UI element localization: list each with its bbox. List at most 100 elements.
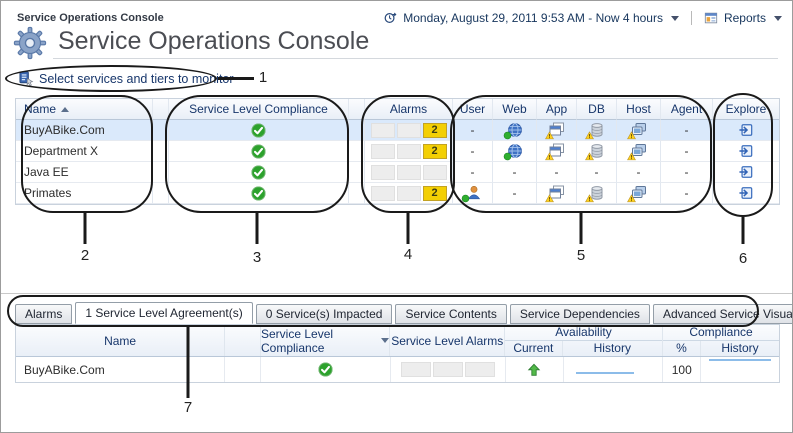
- services-table: Name Service Level Compliance Alarms Use…: [15, 98, 780, 205]
- compliance-ok-icon: [251, 123, 266, 138]
- gear-icon: [13, 26, 47, 60]
- sla-table-row-buyabike[interactable]: BuyABike.Com 100: [16, 357, 779, 382]
- alarm-cell: [396, 185, 421, 201]
- alarm-cell: [432, 362, 463, 377]
- compliance-ok-icon: [251, 144, 266, 159]
- table-row-department-x[interactable]: Department X 2 - -: [16, 141, 779, 162]
- column-header-host[interactable]: Host: [617, 99, 661, 120]
- host-tier-icon: [631, 122, 647, 138]
- warning-triangle-icon: [585, 131, 594, 140]
- select-services-icon: [19, 71, 34, 86]
- callout-number-2: 2: [80, 247, 90, 264]
- callout-line-5: [579, 213, 583, 244]
- app-tier-icon: [549, 185, 565, 201]
- explore-button[interactable]: [739, 123, 753, 137]
- alarm-count-badge: 2: [422, 122, 447, 138]
- warning-triangle-icon: [545, 194, 554, 203]
- explore-button[interactable]: [739, 186, 753, 200]
- alarm-cell: [370, 164, 395, 180]
- warning-triangle-icon: [585, 152, 594, 161]
- tab-service-level-agreements[interactable]: 1 Service Level Agreement(s): [75, 302, 253, 324]
- tab-service-dependencies[interactable]: Service Dependencies: [509, 304, 650, 324]
- topbar-divider: [690, 11, 692, 25]
- db-tier-icon: [589, 143, 605, 159]
- alarm-cell: [370, 122, 395, 138]
- tab-alarms[interactable]: Alarms: [15, 304, 73, 324]
- column-header-alarms[interactable]: Alarms: [365, 99, 453, 120]
- table-row-buyabike[interactable]: BuyABike.Com 2 - -: [16, 120, 779, 141]
- column-header-user[interactable]: User: [453, 99, 493, 120]
- callout-number-5: 5: [576, 247, 586, 264]
- warning-triangle-icon: [545, 152, 554, 161]
- callout-line-1: [218, 77, 254, 80]
- alarm-cell: [396, 122, 421, 138]
- column-header-db[interactable]: DB: [577, 99, 617, 120]
- sla-table-header: Name Service Level Compliance Service Le…: [16, 325, 779, 357]
- tab-advanced-service-visualization[interactable]: Advanced Service Visualization: [652, 304, 792, 324]
- sla-column-header-alarms[interactable]: Service Level Alarms: [390, 325, 505, 356]
- alarm-cell: [396, 143, 421, 159]
- warning-triangle-icon: [585, 194, 594, 203]
- sla-column-header-compliance-history[interactable]: History: [721, 341, 759, 356]
- explore-button[interactable]: [739, 144, 753, 158]
- column-header-name[interactable]: Name: [16, 99, 153, 120]
- sla-column-header-name[interactable]: Name: [16, 325, 226, 356]
- column-header-spacer: [349, 99, 365, 120]
- alarm-count-badge: 2: [422, 185, 447, 201]
- explore-button[interactable]: [739, 165, 753, 179]
- availability-history-sparkline: [575, 372, 634, 374]
- tab-bar: Alarms 1 Service Level Agreement(s) 0 Se…: [15, 302, 792, 324]
- sort-ascending-icon: [61, 106, 70, 112]
- alarm-cell: [422, 164, 447, 180]
- sla-column-header-current[interactable]: Current: [505, 340, 563, 356]
- select-services-label: Select services and tiers to monitor: [39, 71, 234, 86]
- alarm-cell: [400, 362, 431, 377]
- compliance-ok-icon: [251, 186, 266, 201]
- section-divider: [1, 293, 792, 294]
- services-table-header: Name Service Level Compliance Alarms Use…: [16, 99, 779, 120]
- sla-column-header-spacer: [225, 325, 261, 356]
- table-row-primates[interactable]: Primates 2 - -: [16, 183, 779, 204]
- warning-triangle-icon: [545, 131, 554, 140]
- user-tier-icon: [465, 185, 481, 201]
- breadcrumb: Service Operations Console: [17, 12, 164, 24]
- availability-up-arrow-icon: [527, 363, 541, 377]
- column-header-agent[interactable]: Agent: [661, 99, 713, 120]
- tab-service-contents[interactable]: Service Contents: [395, 304, 507, 324]
- green-status-dot-icon: [503, 131, 512, 140]
- time-range-dropdown-icon[interactable]: [670, 15, 679, 21]
- select-services-link[interactable]: Select services and tiers to monitor: [19, 71, 234, 86]
- app-tier-icon: [549, 122, 565, 138]
- page-title: Service Operations Console: [58, 27, 370, 55]
- column-header-web[interactable]: Web: [493, 99, 537, 120]
- app-tier-icon: [549, 143, 565, 159]
- warning-triangle-icon: [627, 131, 636, 140]
- availability-group-header: Availability: [505, 325, 662, 341]
- column-header-app[interactable]: App: [537, 99, 577, 120]
- sla-table: Name Service Level Compliance Service Le…: [15, 324, 780, 383]
- alarm-cell: [370, 185, 395, 201]
- alarm-cell: [370, 143, 395, 159]
- callout-line-7: [186, 327, 190, 398]
- time-range-selector[interactable]: Monday, August 29, 2011 9:53 AM - Now 4 …: [403, 11, 663, 25]
- compliance-history-sparkline: [709, 359, 772, 361]
- db-tier-icon: [589, 122, 605, 138]
- tab-services-impacted[interactable]: 0 Service(s) Impacted: [255, 304, 393, 324]
- callout-number-6: 6: [738, 250, 748, 267]
- compliance-ok-icon: [318, 362, 333, 377]
- top-bar: Service Operations Console Monday, Augus…: [17, 9, 782, 27]
- column-header-spacer: [153, 99, 169, 120]
- sla-column-header-availability-history[interactable]: History: [593, 341, 631, 356]
- reports-menu[interactable]: Reports: [723, 11, 766, 25]
- green-status-dot-icon: [461, 194, 470, 203]
- reports-dropdown-icon[interactable]: [774, 15, 782, 21]
- column-header-explore[interactable]: Explore: [713, 99, 779, 120]
- sla-column-header-percent[interactable]: %: [663, 340, 701, 356]
- web-globe-icon: [507, 122, 523, 138]
- sla-column-header-compliance[interactable]: Service Level Compliance: [261, 325, 391, 356]
- column-header-compliance[interactable]: Service Level Compliance: [169, 99, 349, 120]
- table-row-java-ee[interactable]: Java EE - - - - - -: [16, 162, 779, 183]
- db-tier-icon: [589, 185, 605, 201]
- reports-icon: [704, 11, 718, 25]
